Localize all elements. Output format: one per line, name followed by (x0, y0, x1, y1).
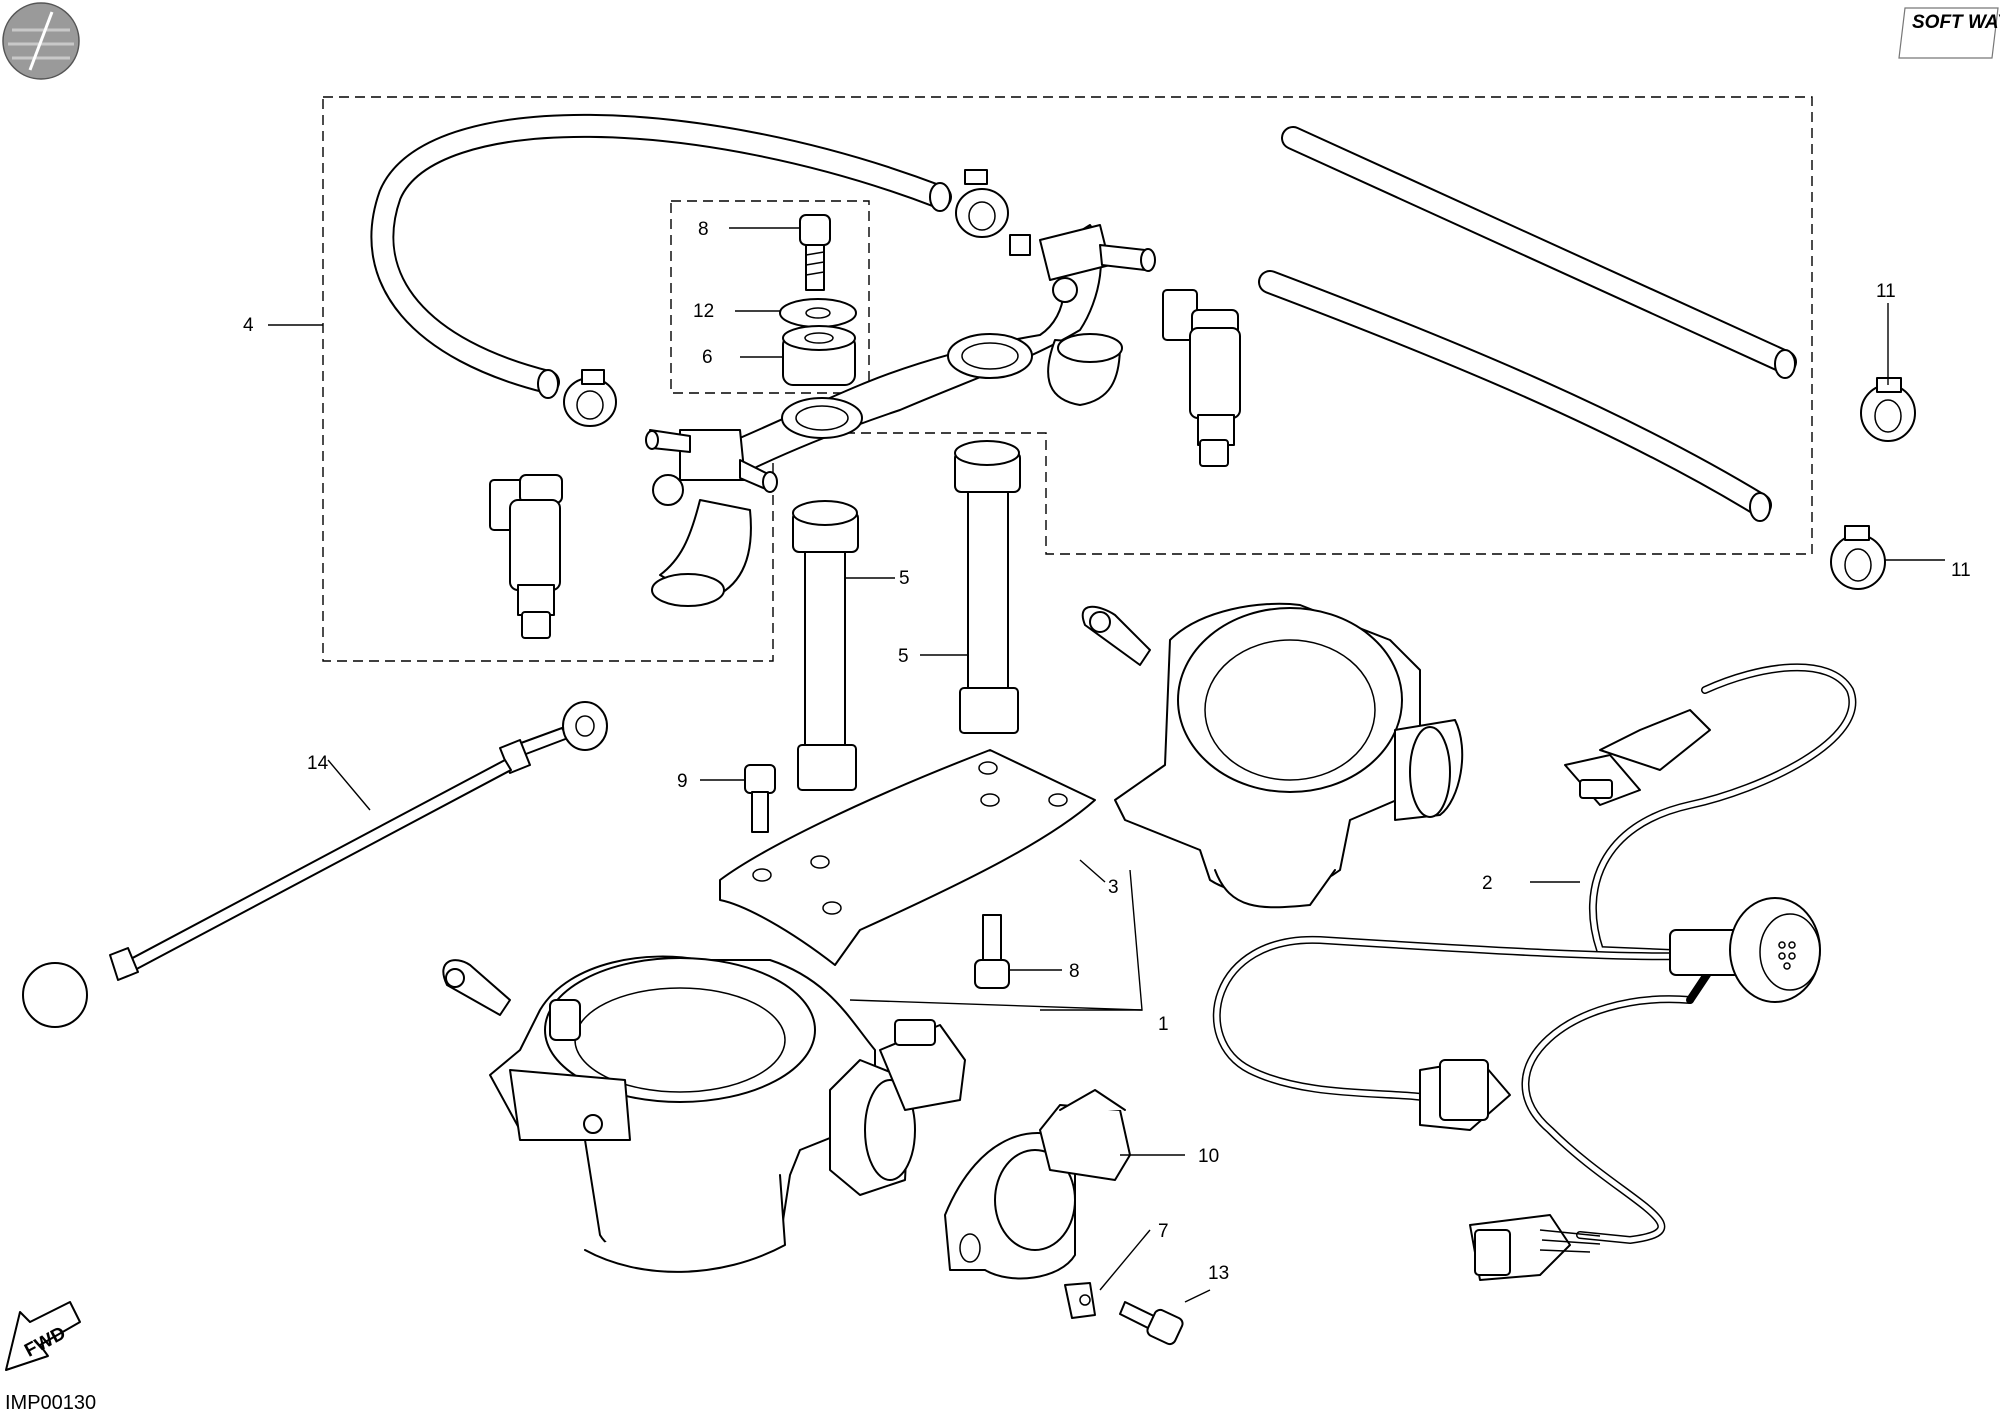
fuel-rail-kit-boundary (322, 96, 1813, 662)
hose-clamp-11 (1860, 377, 1916, 442)
mount-kit-boundary (670, 200, 870, 394)
callout-11-lower: 11 (1951, 560, 1971, 581)
callout-1: 1 (1158, 1014, 1169, 1035)
linkage-rod-14 (22, 701, 608, 1028)
corner-badge-icon (2, 2, 80, 80)
fuel-injector-right (1162, 289, 1241, 467)
hose-clamp (563, 369, 617, 427)
callout-5-right: 5 (898, 646, 909, 667)
callout-2: 2 (1482, 873, 1493, 894)
fuel-hose-upper (370, 113, 952, 399)
callout-12: 12 (693, 301, 714, 322)
grommet-6 (782, 325, 856, 386)
fuel-injector-left (489, 474, 563, 639)
throttle-position-sensor-10 (944, 1089, 1131, 1280)
throttle-body-front (442, 955, 966, 1273)
callout-7: 7 (1158, 1221, 1169, 1242)
fuel-hose-right-upper (1281, 126, 1797, 379)
hose-clamp-11 (1830, 525, 1886, 590)
bracket-plate-3 (719, 749, 1096, 966)
callout-8-lower: 8 (1069, 961, 1080, 982)
forward-arrow-icon: FWD (5, 1301, 81, 1371)
logo-text: SOFT WAY (1912, 12, 2000, 33)
leader-lines (268, 227, 1945, 1303)
callout-5-left: 5 (899, 568, 910, 589)
bolt-9 (744, 764, 776, 833)
wiring-harness-2 (1212, 663, 1857, 1245)
callout-10: 10 (1198, 1146, 1219, 1167)
callout-labels: 4 8 12 6 5 5 9 14 3 8 1 10 7 13 2 11 11 (243, 219, 1971, 1284)
harness-connector-top (1564, 709, 1711, 806)
bolt-8-upper (799, 214, 831, 291)
harness-connector-bottom (1469, 1214, 1601, 1281)
softway-logo: SOFT WAY (1898, 7, 2000, 59)
drawing-code: IMP00130 (5, 1392, 96, 1414)
spacer-5-right (954, 440, 1021, 734)
bolt-8-lower (974, 914, 1010, 989)
callout-14: 14 (307, 753, 329, 774)
harness-connector-middle (1419, 1059, 1511, 1131)
callout-9: 9 (677, 771, 688, 792)
plate-7 (1064, 1282, 1096, 1319)
throttle-body-rear (1081, 602, 1464, 909)
harness-round-connector (1669, 897, 1821, 1003)
hose-clamp (955, 169, 1009, 238)
screw-13 (1119, 1301, 1184, 1346)
callout-8-upper: 8 (698, 219, 709, 240)
callout-13: 13 (1208, 1263, 1229, 1284)
callout-11-upper: 11 (1876, 281, 1896, 302)
callout-6: 6 (702, 347, 713, 368)
callout-3: 3 (1108, 877, 1119, 898)
fuel-hose-right-lower (1258, 270, 1772, 522)
spacer-5-left (792, 500, 859, 791)
washer-12 (779, 298, 857, 328)
fuel-rail (645, 224, 1156, 607)
callout-4: 4 (243, 315, 254, 336)
